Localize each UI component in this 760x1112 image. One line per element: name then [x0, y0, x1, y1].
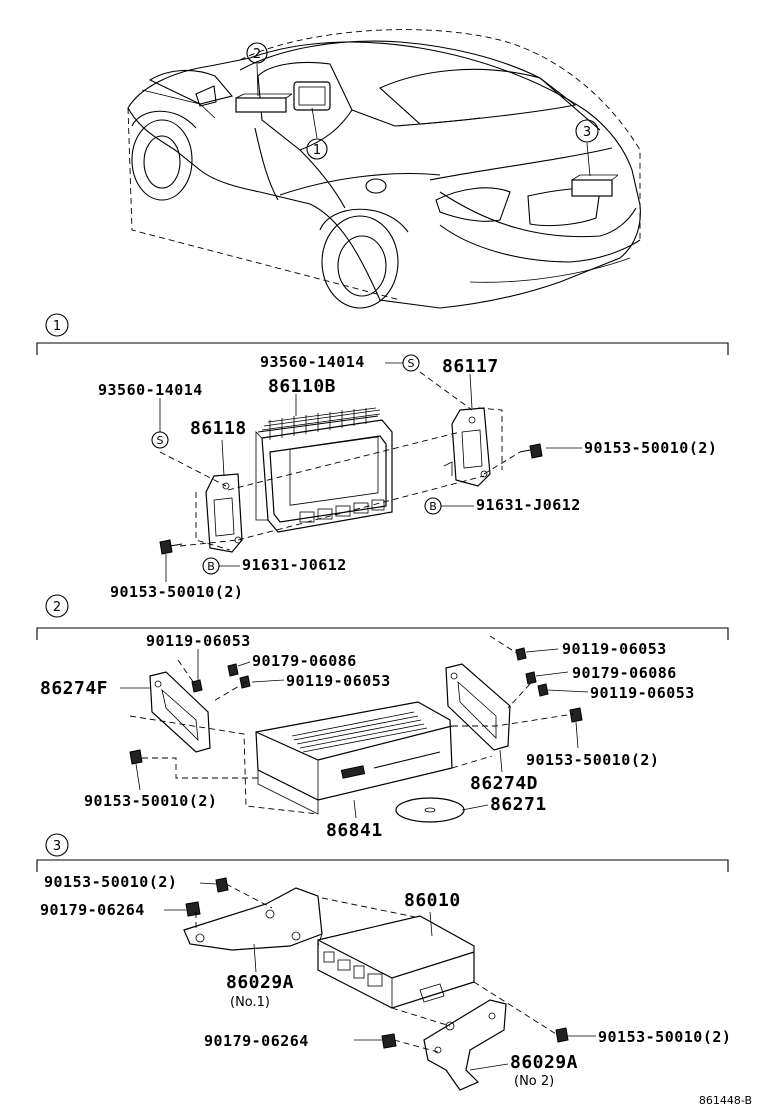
- label-90153-50010-right: 90153-50010(2): [584, 439, 717, 457]
- label-90179-06086-left: 90179-06086: [252, 652, 357, 670]
- car-overview-illustration: [127, 29, 641, 309]
- svg-text:1: 1: [313, 143, 321, 158]
- label-86274d: 86274D: [470, 773, 538, 794]
- callout-1: 1: [306, 138, 328, 160]
- bolt-left-90153: [159, 539, 183, 555]
- svg-text:S: S: [408, 357, 415, 370]
- amplifier-86010: [317, 915, 475, 1009]
- bolt-bottom: [555, 1027, 569, 1043]
- label-86029a-no2: 86029A: [510, 1052, 578, 1073]
- label-86271: 86271: [490, 794, 547, 815]
- label-91631-j0612-left: 91631-J0612: [242, 556, 347, 574]
- label-86029a-no1: 86029A: [226, 972, 294, 993]
- marker-s-left: S: [151, 431, 169, 449]
- callout-2: 2: [246, 42, 268, 64]
- svg-text:S: S: [157, 434, 164, 447]
- bracket-86274d: [445, 663, 511, 751]
- bracket-86117: [443, 407, 491, 487]
- label-90119-06053-left-mid: 90119-06053: [286, 672, 391, 690]
- label-86841: 86841: [326, 820, 383, 841]
- label-86110b: 86110B: [268, 376, 336, 397]
- section-1: 1: [36, 313, 729, 601]
- nut-bottom: [381, 1033, 397, 1049]
- nut-top: [185, 901, 201, 917]
- label-90179-06086-right: 90179-06086: [572, 664, 677, 682]
- marker-b-left: B: [202, 557, 220, 575]
- hardware-right: [515, 647, 583, 723]
- label-90119-06053-right-mid: 90119-06053: [590, 684, 695, 702]
- svg-text:3: 3: [583, 125, 591, 140]
- label-86010: 86010: [404, 890, 461, 911]
- cd-changer-86841: [255, 701, 453, 815]
- label-90153-50010-right: 90153-50010(2): [526, 751, 659, 769]
- svg-text:2: 2: [253, 47, 261, 62]
- diagram-reference-code: 861448-B: [699, 1094, 752, 1107]
- label-90119-06053-left-top: 90119-06053: [146, 632, 251, 650]
- label-93560-14014-left: 93560-14014: [98, 381, 203, 399]
- label-90179-06264-bottom: 90179-06264: [204, 1032, 309, 1050]
- section-2-number: 2: [53, 600, 61, 615]
- bolt-right-90153: [519, 443, 543, 459]
- section-2: 2: [36, 594, 729, 841]
- label-91631-j0612-right: 91631-J0612: [476, 496, 581, 514]
- section-3: 3: [36, 833, 731, 1091]
- marker-b-right: B: [424, 497, 442, 515]
- svg-text:B: B: [207, 560, 215, 573]
- label-90119-06053-right-top: 90119-06053: [562, 640, 667, 658]
- label-90153-50010-left: 90153-50010(2): [84, 792, 217, 810]
- svg-text:B: B: [429, 500, 437, 513]
- section-3-number: 3: [53, 839, 61, 854]
- label-86274f: 86274F: [40, 678, 108, 699]
- bolt-top: [215, 877, 229, 893]
- label-no2: (No 2): [514, 1074, 554, 1089]
- bracket-86274f: [149, 671, 211, 753]
- label-90153-50010-bottom: 90153-50010(2): [598, 1028, 731, 1046]
- bracket-86029a-no1: [183, 887, 323, 951]
- bracket-86029a-no2: [423, 999, 507, 1091]
- label-86117: 86117: [442, 356, 499, 377]
- bracket-86118: [205, 473, 243, 553]
- disc-86271: [395, 797, 465, 823]
- section-1-number: 1: [53, 319, 61, 334]
- label-86118: 86118: [190, 418, 247, 439]
- label-no1: (No.1): [230, 995, 270, 1010]
- marker-s-right: S: [402, 354, 420, 372]
- display-unit-86110b: [255, 407, 393, 533]
- label-90153-50010-left: 90153-50010(2): [110, 583, 243, 601]
- label-90153-50010-top: 90153-50010(2): [44, 873, 177, 891]
- label-93560-14014-right: 93560-14014: [260, 353, 365, 371]
- callout-3: 3: [575, 119, 599, 143]
- label-90179-06264-top: 90179-06264: [40, 901, 145, 919]
